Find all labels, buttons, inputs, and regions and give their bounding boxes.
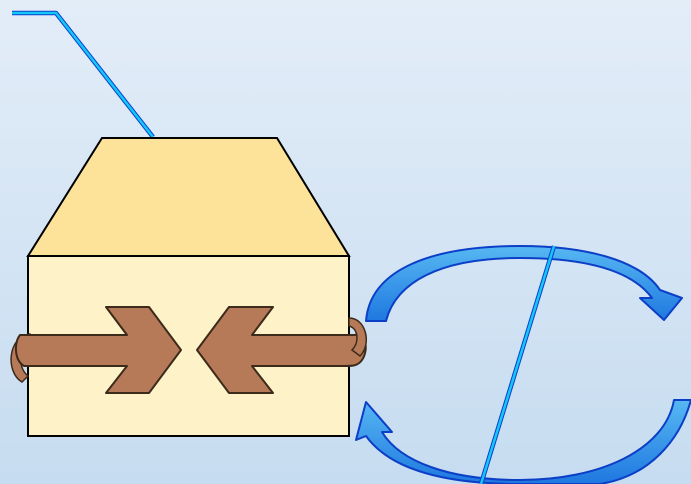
diagram-figure: [0, 0, 691, 484]
diagram-canvas: [0, 0, 691, 484]
